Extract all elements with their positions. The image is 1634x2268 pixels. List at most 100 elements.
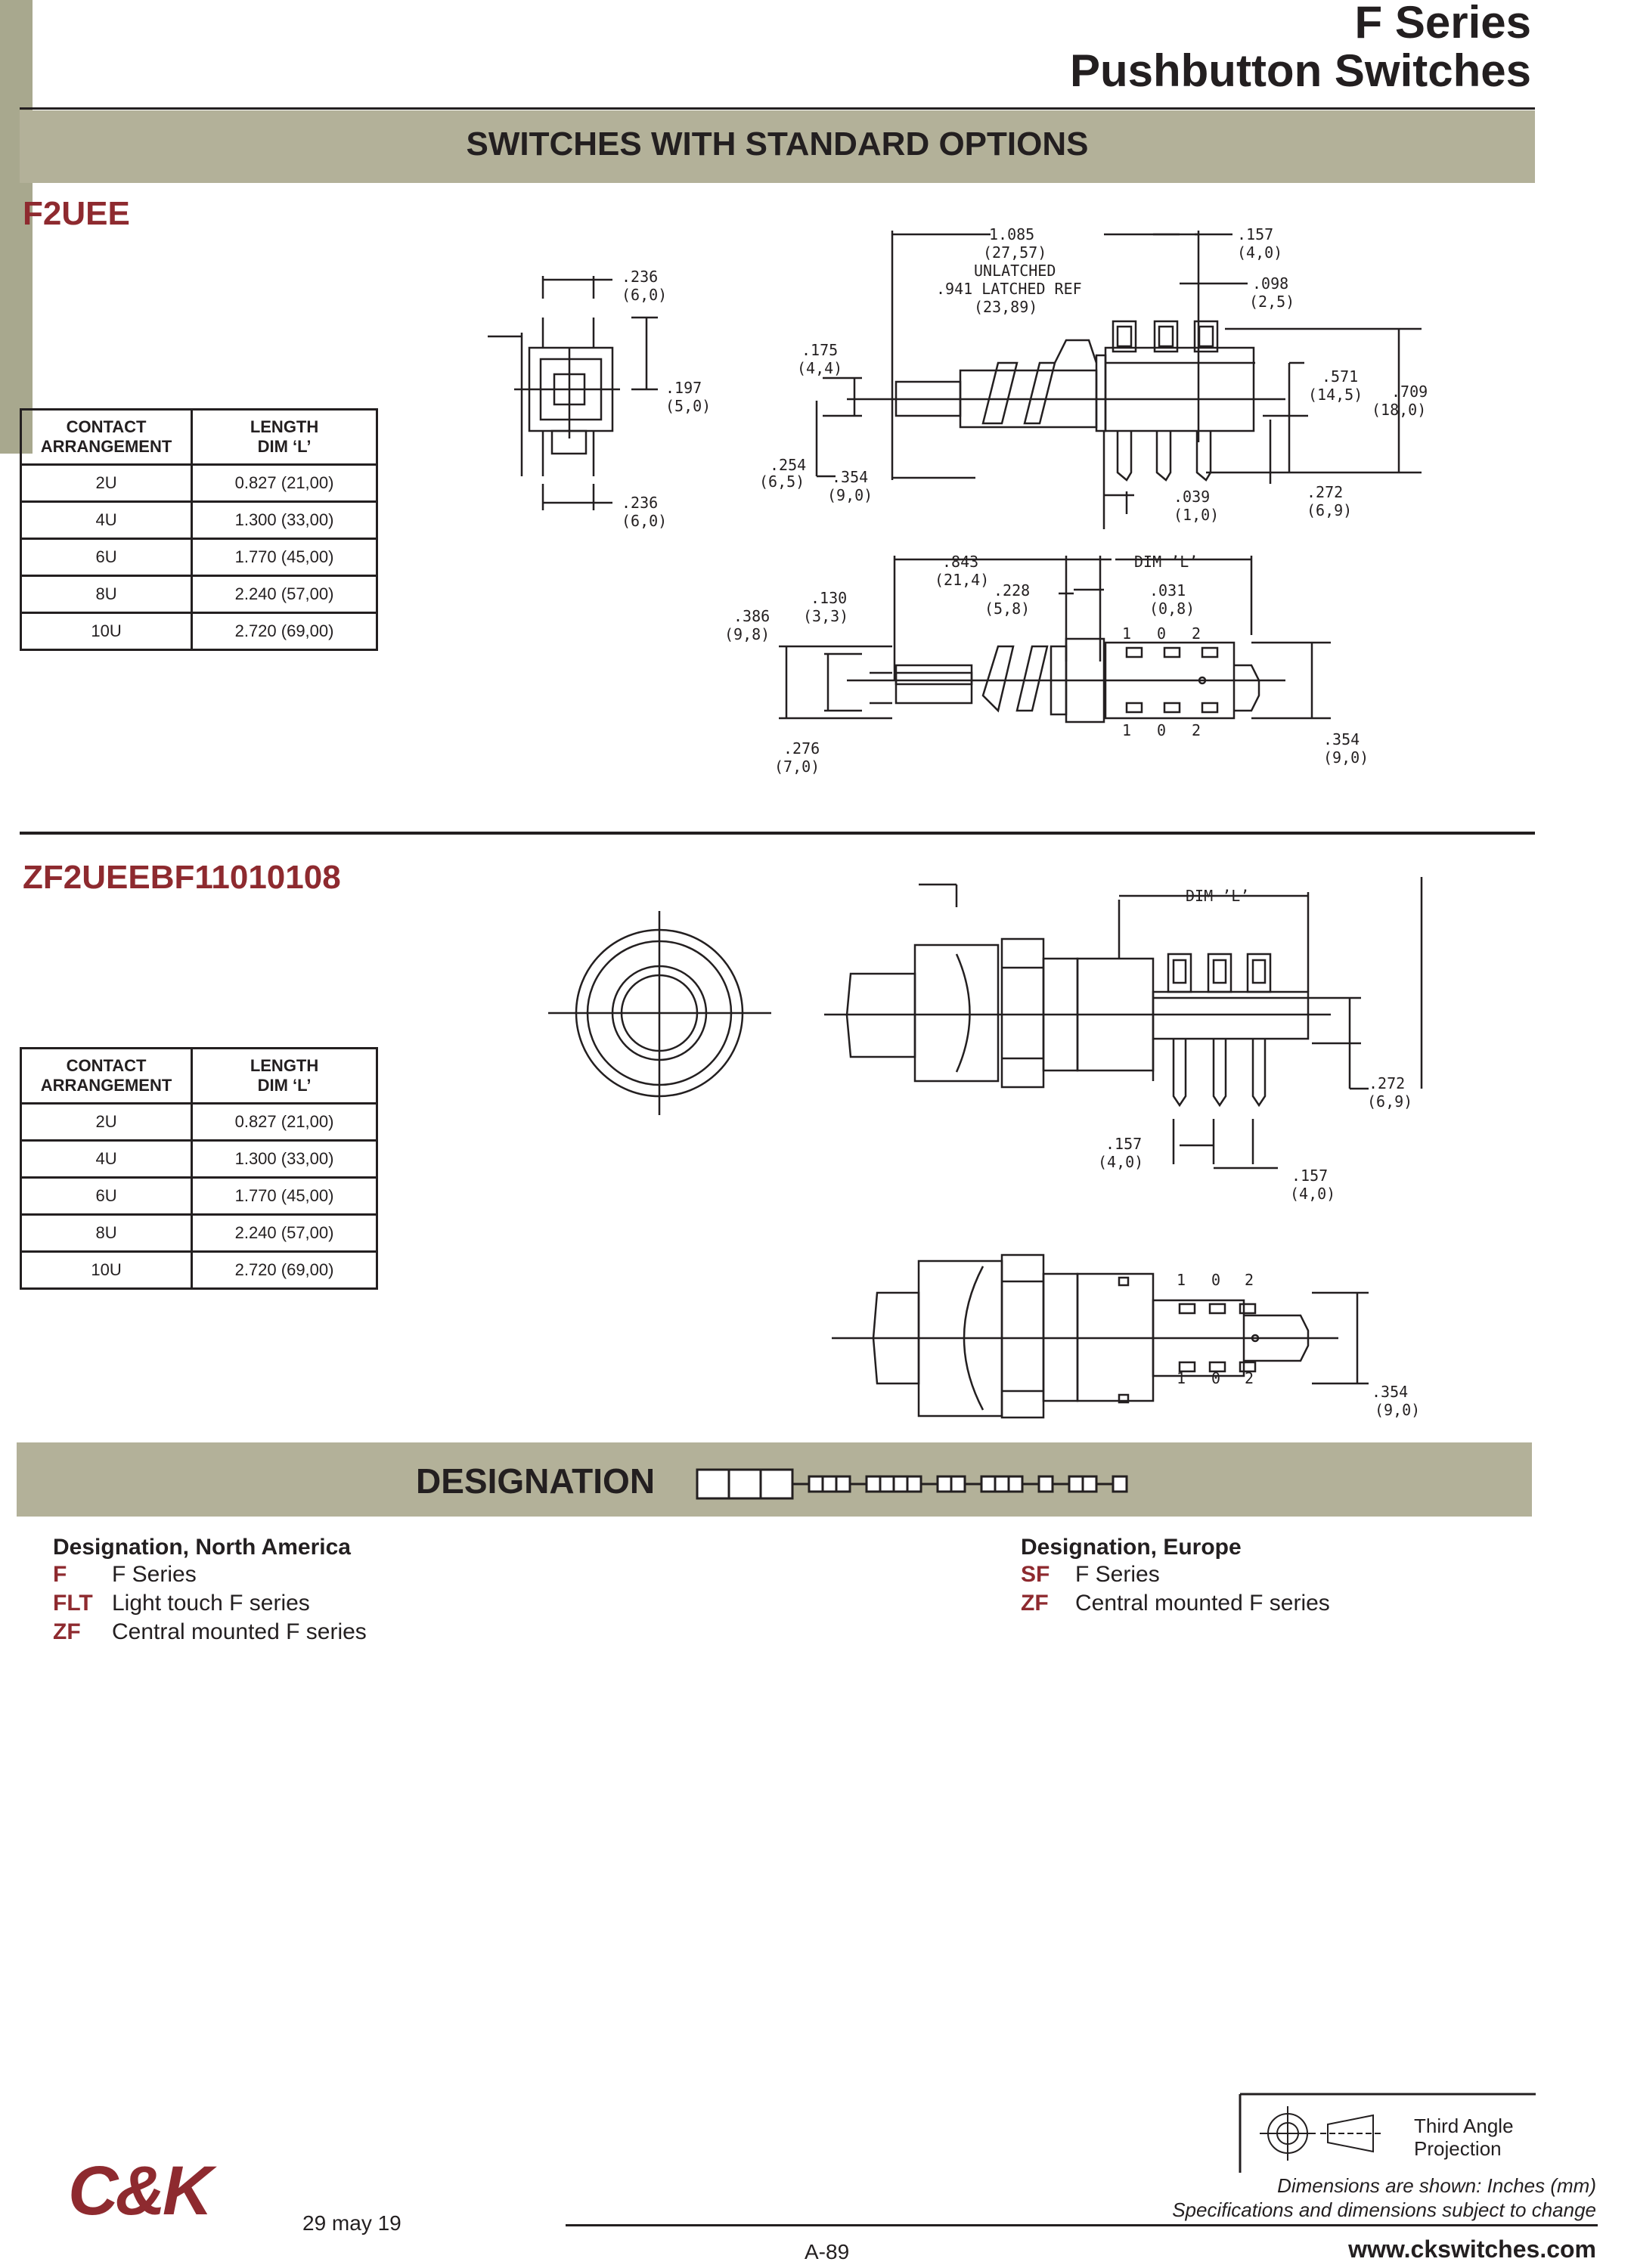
svg-text:2: 2 — [1245, 1271, 1254, 1289]
specifications-note: Specifications and dimensions subject to… — [1172, 2198, 1596, 2221]
north-america-heading: Designation, North America — [53, 1535, 351, 1560]
header-rule — [20, 107, 1535, 110]
standard-options-band — [20, 110, 1535, 183]
svg-text:.031: .031 — [1149, 581, 1186, 600]
svg-text:.157: .157 — [1291, 1167, 1328, 1185]
svg-text:(0,8): (0,8) — [1149, 600, 1195, 618]
svg-text:(6,5): (6,5) — [759, 472, 805, 491]
footer-rule — [566, 2224, 1598, 2226]
svg-text:(4,0): (4,0) — [1098, 1153, 1143, 1171]
svg-text:(4,0): (4,0) — [1290, 1185, 1335, 1203]
side-tab-letter: A — [1606, 152, 1634, 200]
svg-text:(23,89): (23,89) — [974, 298, 1037, 316]
svg-text:.354: .354 — [1323, 730, 1360, 748]
svg-text:2: 2 — [1245, 1369, 1254, 1387]
part-title-f2uee: F2UEE — [23, 195, 130, 232]
svg-text:(1,0): (1,0) — [1174, 506, 1219, 524]
svg-text:.236: .236 — [622, 268, 658, 286]
svg-text:.157: .157 — [1237, 225, 1273, 243]
standard-options-title: SWITCHES WITH STANDARD OPTIONS — [466, 125, 1089, 163]
projection-box — [1239, 2093, 1536, 2173]
europe-heading: Designation, Europe — [1021, 1535, 1242, 1560]
svg-text:DIM ’L’: DIM ’L’ — [1134, 553, 1198, 571]
svg-text:.130: .130 — [811, 589, 847, 607]
svg-text:(18,0): (18,0) — [1372, 401, 1426, 419]
svg-text:.941 LATCHED REF: .941 LATCHED REF — [936, 280, 1082, 298]
page-number: A-89 — [805, 2240, 850, 2263]
svg-text:(5,8): (5,8) — [984, 600, 1030, 618]
svg-text:(7,0): (7,0) — [774, 758, 820, 776]
svg-text:1.085: 1.085 — [989, 225, 1034, 243]
svg-text:(9,0): (9,0) — [827, 486, 873, 504]
svg-text:(6,9): (6,9) — [1367, 1092, 1412, 1111]
svg-text:.571: .571 — [1322, 367, 1358, 386]
col-length: LENGTH DIM ‘L’ — [191, 1047, 378, 1105]
svg-text:(4,4): (4,4) — [797, 359, 842, 377]
document-date: 29 may 19 — [302, 2211, 402, 2235]
designation-code-boxes — [696, 1468, 1128, 1500]
side-tab — [0, 0, 33, 454]
svg-text:1: 1 — [1177, 1271, 1186, 1289]
ck-logo: C&K — [68, 2152, 212, 2229]
website-link[interactable]: www.ckswitches.com — [1348, 2235, 1596, 2263]
svg-text:.386: .386 — [733, 607, 770, 625]
svg-text:1: 1 — [1122, 624, 1131, 643]
svg-text:0: 0 — [1157, 721, 1166, 739]
f2uee-drawing: .236 (6,0) .197 (5,0) .236 (6,0) 1.085 (… — [488, 225, 1428, 776]
svg-text:1: 1 — [1177, 1369, 1186, 1387]
svg-text:(27,57): (27,57) — [983, 243, 1046, 262]
svg-text:1: 1 — [1122, 721, 1131, 739]
product-title: Pushbutton Switches — [1069, 45, 1531, 96]
switch-icon — [1605, 21, 1633, 130]
svg-text:.175: .175 — [801, 341, 838, 359]
svg-text:(6,9): (6,9) — [1307, 501, 1352, 519]
projection-label: Third Angle Projection — [1414, 2115, 1514, 2160]
svg-text:.098: .098 — [1252, 274, 1288, 293]
svg-text:(6,0): (6,0) — [622, 286, 667, 304]
designation-title: DESIGNATION — [416, 1461, 656, 1501]
svg-text:(9,0): (9,0) — [1323, 748, 1369, 767]
svg-text:.276: .276 — [783, 739, 820, 758]
svg-text:.236: .236 — [622, 494, 658, 512]
svg-text:.843: .843 — [942, 553, 978, 571]
col-contact: CONTACT ARRANGEMENT — [19, 1047, 194, 1105]
svg-text:DIM ’L’: DIM ’L’ — [1186, 887, 1249, 905]
zf2ueebf-drawing: DIM ’L’ .272 (6,9) .157 (4,0) .157 (4,0)… — [548, 877, 1423, 1419]
part-title-zf2ueebf: ZF2UEEBF11010108 — [23, 859, 341, 896]
svg-text:(9,0): (9,0) — [1375, 1401, 1420, 1419]
svg-text:.039: .039 — [1174, 488, 1210, 506]
col-contact: CONTACT ARRANGEMENT — [19, 408, 194, 466]
dimensions-note: Dimensions are shown: Inches (mm) — [1277, 2174, 1596, 2197]
col-length: LENGTH DIM ‘L’ — [191, 408, 378, 466]
svg-text:(9,8): (9,8) — [724, 625, 770, 643]
svg-text:(4,0): (4,0) — [1237, 243, 1282, 262]
svg-text:0: 0 — [1211, 1271, 1220, 1289]
section-divider — [20, 832, 1535, 835]
svg-text:.709: .709 — [1391, 383, 1428, 401]
svg-text:(21,4): (21,4) — [935, 571, 989, 589]
svg-text:(5,0): (5,0) — [665, 397, 711, 415]
svg-text:.354: .354 — [1372, 1383, 1408, 1401]
svg-text:.228: .228 — [994, 581, 1030, 600]
svg-text:0: 0 — [1211, 1369, 1220, 1387]
svg-text:(2,5): (2,5) — [1249, 293, 1294, 311]
svg-text:.254: .254 — [770, 456, 806, 474]
svg-text:(14,5): (14,5) — [1308, 386, 1363, 404]
